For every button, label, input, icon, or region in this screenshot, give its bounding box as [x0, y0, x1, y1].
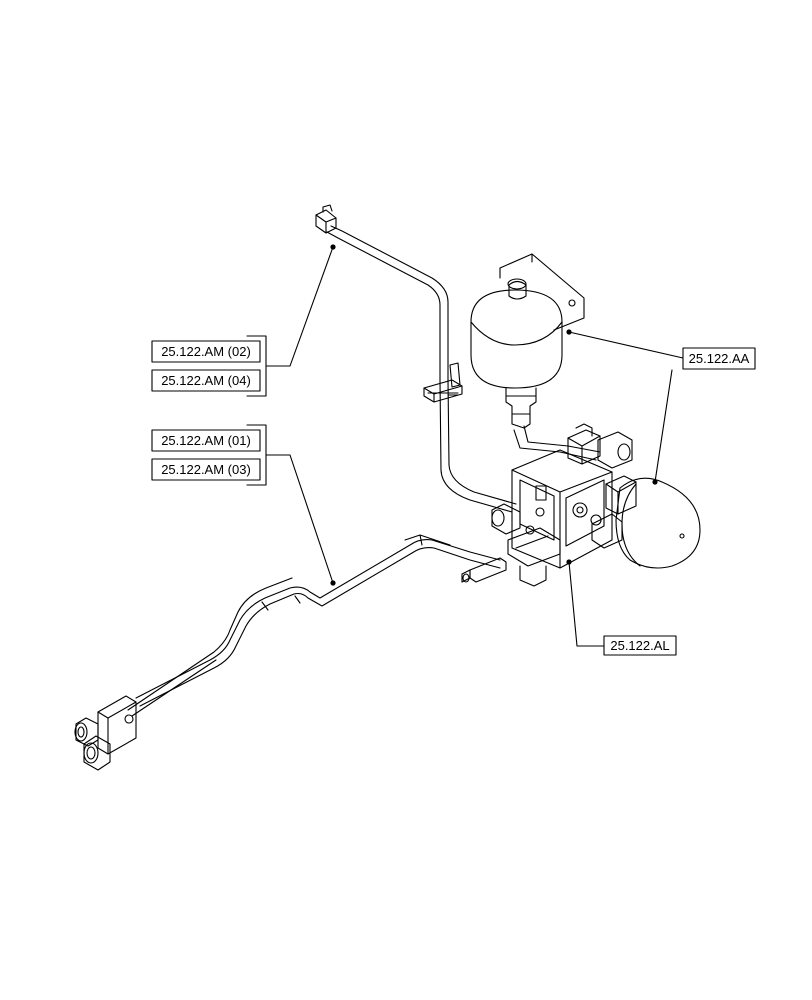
callout-bracket-am02-am04: [246, 246, 334, 397]
valve-block: [511, 449, 613, 569]
upper-coupler: [74, 717, 99, 747]
callout-box-am01: [151, 429, 261, 452]
upper-accumulator-bracket: [499, 253, 585, 331]
callout-box-am03: [151, 458, 261, 481]
accumulator-adapter: [605, 475, 637, 515]
valve-top-fittings: [567, 423, 633, 469]
callout-al[interactable]: 25.122.AL: [610, 638, 669, 653]
callout-am01[interactable]: 25.122.AM (01): [161, 433, 251, 448]
callout-am03[interactable]: 25.122.AM (03): [161, 462, 251, 477]
leader-line-al: [568, 561, 605, 647]
upper-pipe: [326, 225, 517, 513]
callout-box-am02: [151, 340, 261, 363]
leader-dots: [330, 244, 658, 586]
lower-coupler: [83, 735, 111, 771]
lower-pipes: [127, 534, 501, 717]
connector-pipe: [513, 425, 601, 461]
callout-am04[interactable]: 25.122.AM (04): [161, 373, 251, 388]
lower-fitting-block: [97, 695, 137, 755]
right-accumulator: [615, 477, 701, 569]
accumulator-neck: [505, 387, 537, 429]
callout-aa[interactable]: 25.122.AA: [689, 351, 750, 366]
valve-stem: [461, 557, 507, 583]
callout-box-am04: [151, 369, 261, 392]
callout-bracket-am01-am03: [246, 424, 334, 584]
upper-pipe-fitting: [315, 204, 337, 234]
valve-side-cartridges: [491, 503, 623, 587]
leader-lines-aa: [568, 331, 684, 483]
pipe-clamp: [423, 362, 463, 403]
callout-am02[interactable]: 25.122.AM (02): [161, 344, 251, 359]
upper-accumulator: [470, 278, 563, 389]
